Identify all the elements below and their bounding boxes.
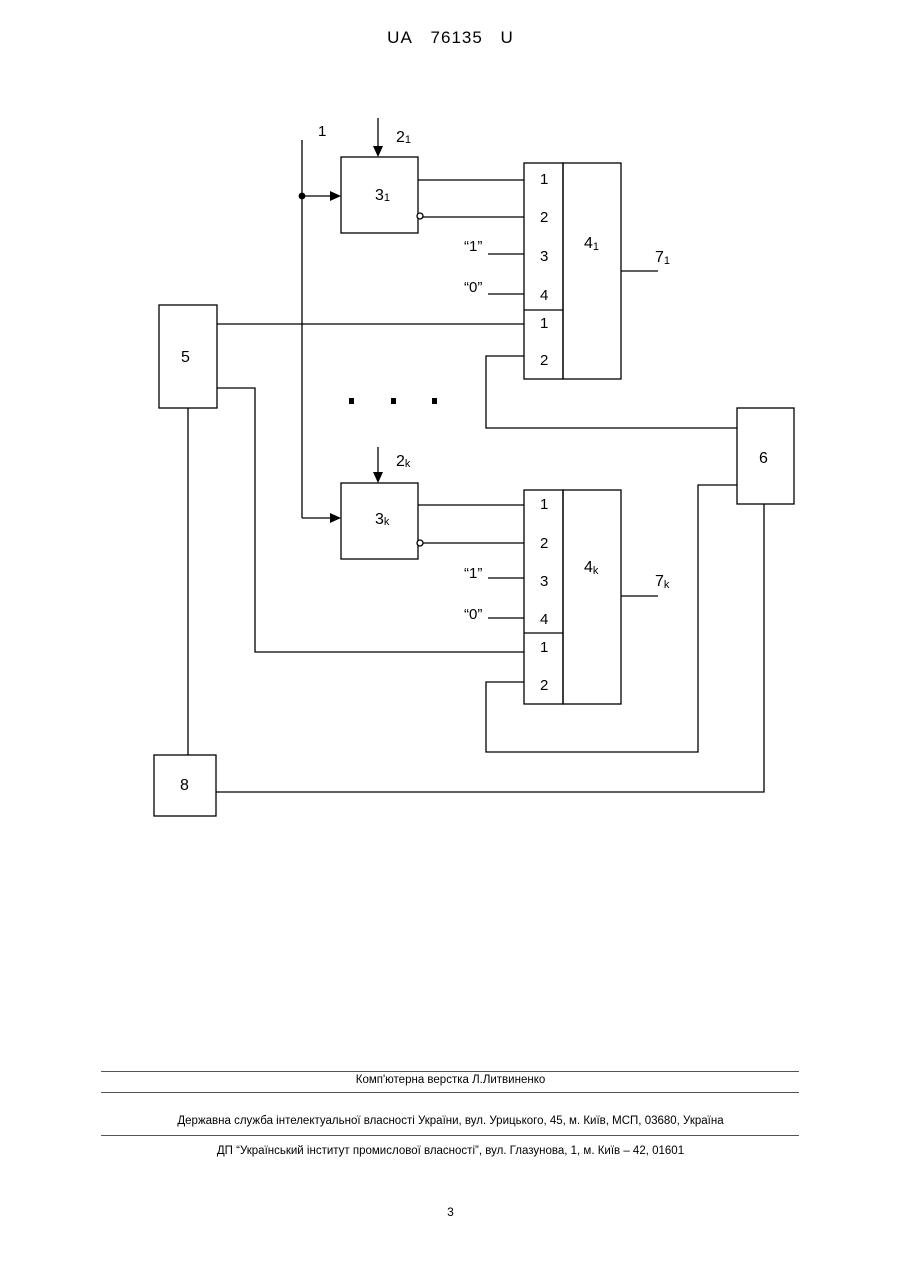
port-4l-4: 4 (540, 611, 548, 628)
block-4-first-ports (524, 163, 563, 379)
block-4-first-body (563, 163, 621, 379)
inverter-3-last (417, 540, 423, 546)
arrowhead-input-2-last (373, 472, 383, 483)
port-4f-b2: 2 (540, 352, 548, 369)
output-7-first-label: 71 (655, 249, 670, 267)
const-zero-last-label: “0” (464, 606, 482, 623)
const-zero-first-label: “0” (464, 279, 482, 296)
block-diagram: 1 21 2k 31 3k 41 4k 71 7k 5 6 8 “1” “0” … (0, 0, 901, 900)
block-3-first-label: 31 (375, 187, 390, 204)
ellipsis-dot-2 (391, 398, 396, 404)
const-one-first-label: “1” (464, 238, 482, 255)
footer-institute: ДП “Український інститут промислової вла… (0, 1145, 901, 1157)
port-4f-3: 3 (540, 248, 548, 265)
block-4-first-label: 41 (584, 235, 599, 253)
ellipsis-dot-3 (432, 398, 437, 404)
footer-layout-credit: Комп'ютерна верстка Л.Литвиненко (0, 1074, 901, 1086)
footer-rule-middle (101, 1092, 799, 1093)
input-bus-label: 1 (318, 123, 326, 140)
port-4l-b2: 2 (540, 677, 548, 694)
block-4-last-body (563, 490, 621, 704)
block-4-last-ports (524, 490, 563, 704)
port-4l-1: 1 (540, 496, 548, 513)
footer-rule-bottom (101, 1135, 799, 1136)
port-4f-2: 2 (540, 209, 548, 226)
arrowhead-input-2-first (373, 146, 383, 157)
block-6-label: 6 (759, 450, 768, 467)
block-4-last-label: 4k (584, 559, 599, 577)
arrowhead-bus-3-last (330, 513, 341, 523)
ellipsis-dot-1 (349, 398, 354, 404)
port-4f-4: 4 (540, 287, 548, 304)
wire-8-to-6 (216, 504, 764, 792)
inverter-3-first (417, 213, 423, 219)
footer-office: Державна служба інтелектуальної власност… (0, 1115, 901, 1127)
port-4f-1: 1 (540, 171, 548, 188)
page-number: 3 (0, 1205, 901, 1219)
block-8-label: 8 (180, 777, 189, 794)
arrowhead-bus-3-first (330, 191, 341, 201)
port-4l-2: 2 (540, 535, 548, 552)
bus-junction-dot (299, 193, 306, 200)
const-one-last-label: “1” (464, 565, 482, 582)
input-2-last-label: 2k (396, 453, 411, 470)
block-5-label: 5 (181, 349, 190, 366)
footer-rule-top (101, 1071, 799, 1072)
output-7-last-label: 7k (655, 573, 670, 591)
port-4l-3: 3 (540, 573, 548, 590)
input-2-first-label: 21 (396, 129, 411, 146)
port-4f-b1: 1 (540, 315, 548, 332)
port-4l-b1: 1 (540, 639, 548, 656)
block-3-last-label: 3k (375, 511, 390, 528)
